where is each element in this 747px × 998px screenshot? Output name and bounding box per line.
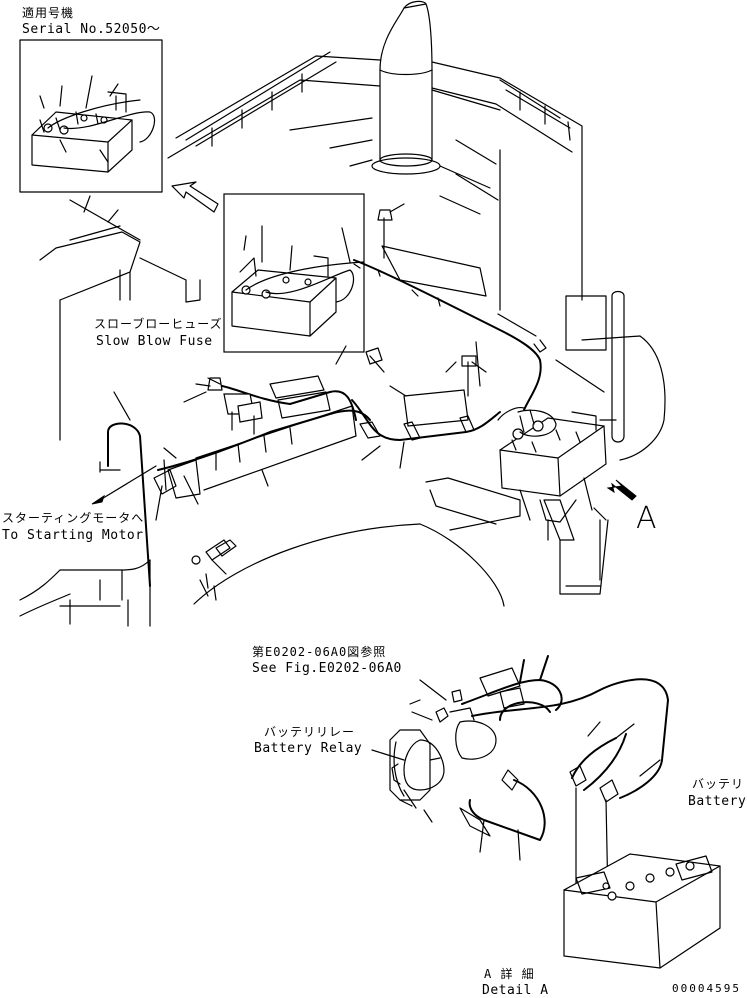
view-a-marker: A bbox=[636, 501, 658, 536]
battery-relay-label-jp: バッテリリレー bbox=[264, 725, 356, 739]
main-harness bbox=[157, 203, 547, 499]
view-a-arrow bbox=[606, 479, 637, 501]
battery-relay-label: Battery Relay bbox=[254, 741, 363, 756]
see-fig-label: See Fig.E0202-06A0 bbox=[252, 661, 402, 676]
starting-motor-label: To Starting Motor bbox=[2, 528, 144, 543]
detail-a-drawing bbox=[371, 655, 721, 969]
serial-number-label: Serial No.52050～ bbox=[22, 22, 161, 37]
machine-frame bbox=[19, 0, 666, 627]
slow-blow-fuse-label-jp: スローブローヒューズ bbox=[94, 317, 223, 331]
detail-a-label: Detail A bbox=[482, 983, 549, 998]
battery-label-jp: バッテリ bbox=[692, 777, 745, 791]
starting-motor-label-jp: スターティングモータへ bbox=[2, 511, 145, 525]
inset-serial-variant bbox=[19, 39, 163, 193]
detail-a-label-jp: A 詳 細 bbox=[484, 967, 535, 981]
inset-arrow bbox=[171, 181, 219, 213]
applicable-serial-label-jp: 適用号機 bbox=[22, 6, 75, 20]
drawing-number: 00004595 bbox=[672, 982, 741, 995]
leader-lines bbox=[113, 341, 481, 601]
mounting-bolts bbox=[191, 539, 237, 597]
starting-motor-arrow bbox=[91, 465, 157, 505]
battery-main-view bbox=[497, 407, 607, 523]
battery-label: Battery bbox=[688, 794, 747, 809]
slow-blow-fuse-label: Slow Blow Fuse bbox=[96, 334, 213, 349]
inset-battery-box bbox=[223, 193, 365, 353]
see-fig-label-jp: 第E0202-06A0図参照 bbox=[252, 645, 387, 659]
